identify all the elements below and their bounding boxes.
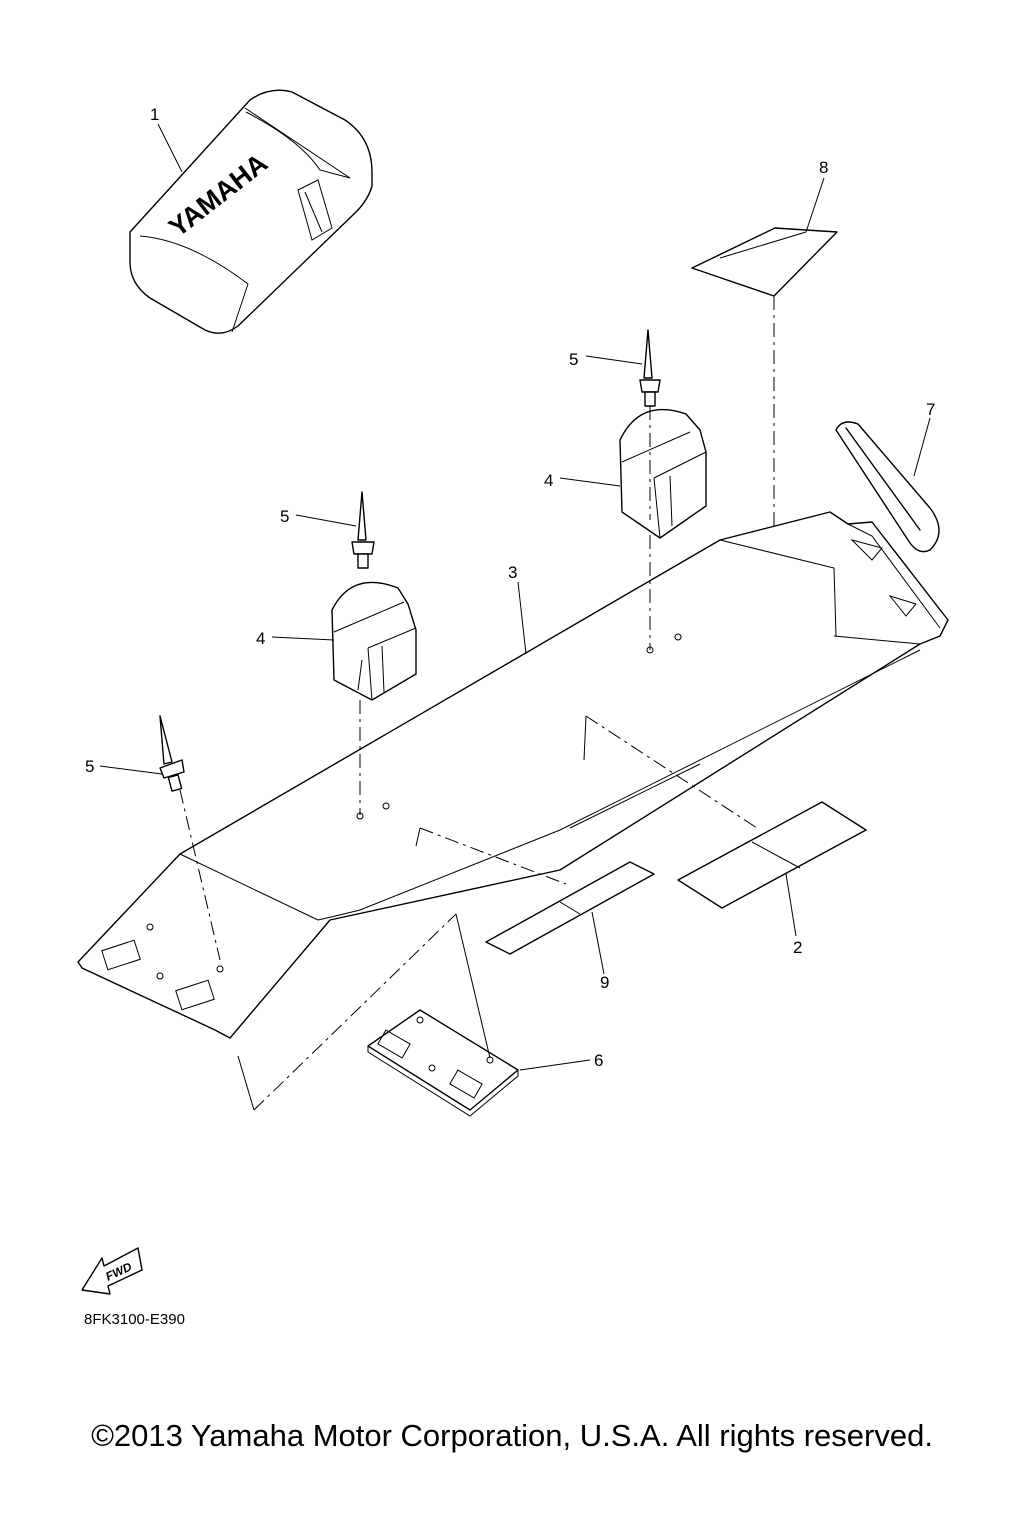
callout-3: 3 [508,563,517,582]
callout-9: 9 [600,973,609,992]
plate-part [237,913,519,1117]
copyright-notice: ©2013 Yamaha Motor Corporation, U.S.A. A… [91,1418,933,1453]
parts-diagram: YAMAHA [77,89,949,1295]
callout-7: 7 [926,400,935,419]
clip-4-upper [619,408,707,650]
clip-4-lower [331,581,417,815]
decal-8 [691,227,838,530]
tray-part [77,511,949,1039]
rivet-5-lower [159,715,221,961]
callout-4-a: 4 [544,471,553,490]
cover-part: YAMAHA [129,89,373,334]
callout-2: 2 [793,938,802,957]
leader-lines [99,123,931,1071]
part-callouts: 1 8 7 5 4 5 3 4 5 2 9 6 [85,105,935,1070]
rivet-5-upper [639,329,661,520]
callout-5-a: 5 [569,350,578,369]
callout-4-b: 4 [256,629,265,648]
callout-5-b: 5 [280,507,289,526]
fwd-arrow-icon: FWD [81,1247,143,1295]
callout-1: 1 [150,105,159,124]
decal-9 [415,827,655,955]
callout-5-c: 5 [85,757,94,776]
rivet-5-middle [351,491,375,569]
callout-8: 8 [819,158,828,177]
drawing-code: 8FK3100-E390 [84,1311,185,1328]
hook-part [835,421,940,553]
callout-6: 6 [594,1051,603,1070]
decal-2 [569,715,867,909]
